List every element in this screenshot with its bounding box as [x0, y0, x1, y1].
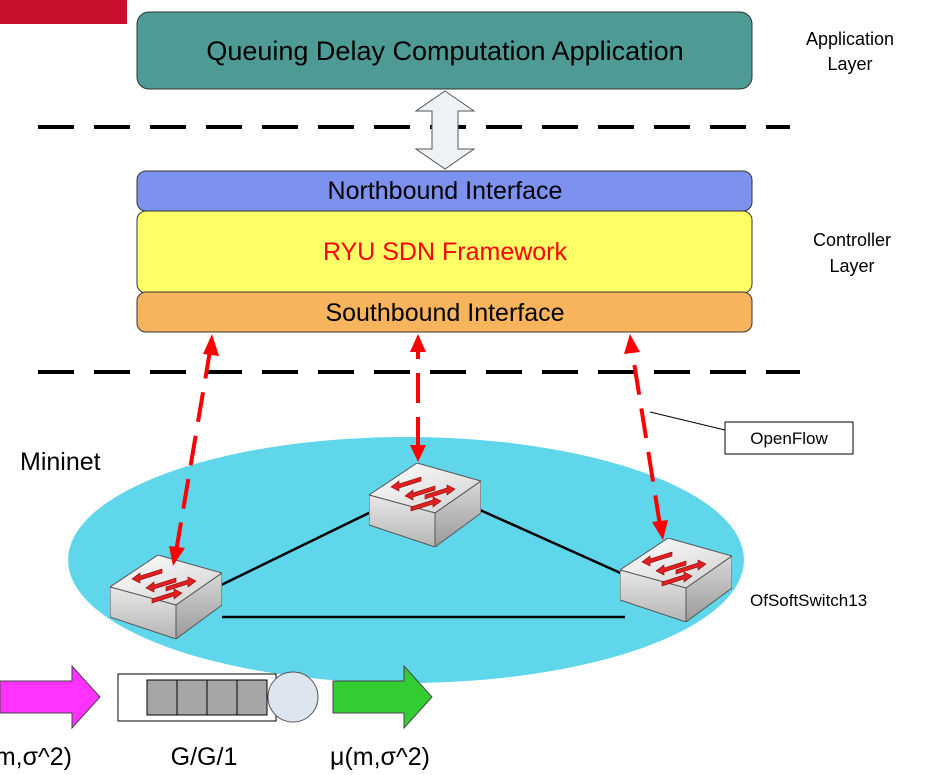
queue-model-label: G/G/1	[171, 743, 238, 771]
queue-server	[267, 671, 319, 723]
queue-cell-3	[206, 679, 238, 716]
top-red-bar	[0, 0, 127, 24]
queue-cell-1	[146, 679, 178, 716]
switch-model-label: OfSoftSwitch13	[750, 591, 867, 610]
application-layer-label-line1: Application	[806, 29, 894, 49]
mininet-label: Mininet	[20, 448, 101, 476]
openflow-callout-line	[649, 411, 726, 431]
southbound-interface-box	[136, 291, 753, 333]
service-rate-label: μ(m,σ^2)	[330, 743, 430, 771]
arrival-arrow	[0, 664, 101, 730]
link-top-right	[479, 508, 626, 577]
link-left-top	[214, 508, 376, 590]
api-double-arrow	[414, 90, 476, 170]
openflow-channel-left	[169, 334, 219, 566]
openflow-channel-right	[624, 334, 668, 540]
queue-cell-4	[236, 679, 268, 716]
mininet-network-ellipse	[68, 437, 744, 683]
openflow-channel-middle	[410, 334, 426, 462]
application-layer-label-line2: Layer	[827, 54, 872, 74]
openflow-label: OpenFlow	[750, 429, 828, 448]
arrival-rate-label: λ(m,σ^2)	[0, 743, 72, 771]
southbound-interface-label: Southbound Interface	[325, 299, 564, 327]
controller-layer-label-line1: Controller	[813, 230, 891, 250]
ryu-framework-label: RYU SDN Framework	[323, 238, 568, 266]
application-label: Queuing Delay Computation Application	[206, 36, 683, 66]
queue-cell-2	[176, 679, 208, 716]
application-box	[136, 11, 753, 90]
controller-layer-label-line2: Layer	[829, 256, 874, 276]
openflow-label-box	[724, 421, 854, 455]
departure-arrow	[332, 664, 433, 730]
northbound-interface-label: Northbound Interface	[328, 177, 563, 205]
